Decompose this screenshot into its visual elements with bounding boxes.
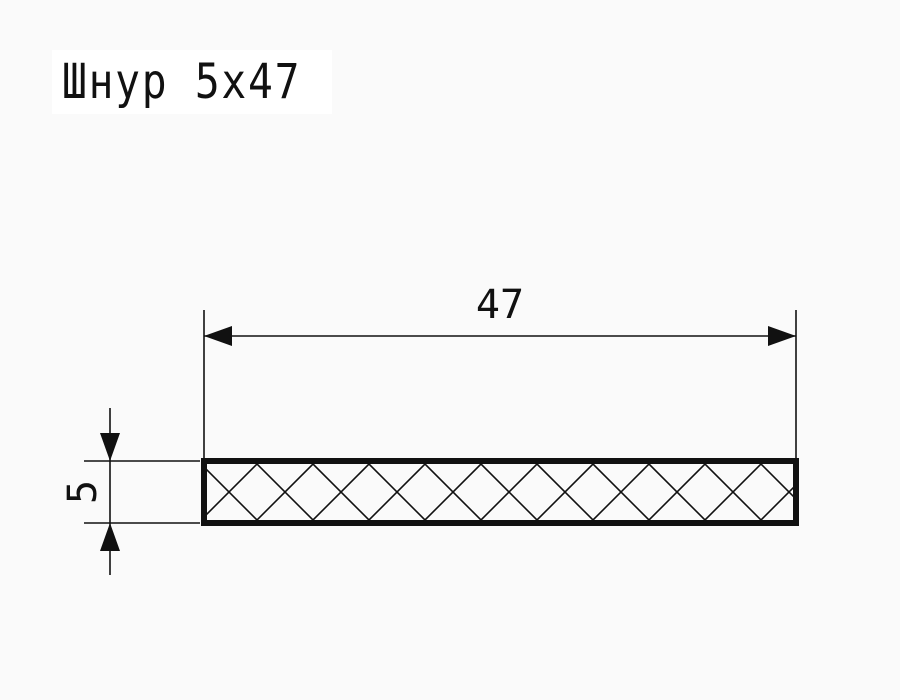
hatch-line [477,461,541,523]
hatch-line [204,461,205,463]
hatch-line [814,461,876,523]
hatch-line [701,461,765,523]
profile-outline [201,458,799,526]
hatch-line [309,461,373,523]
hatch-line [204,521,205,523]
hatch-line [645,461,709,523]
hatch-line [421,461,485,523]
width-dimension-label: 47 [476,282,524,328]
hatch-line [253,461,317,523]
hatch-line [533,461,597,523]
cross-hatch-pattern [204,461,876,523]
hatch-line [757,483,796,523]
hatch-line [204,461,261,519]
height-arrow-bottom [100,523,120,551]
hatch-line [365,461,429,523]
drawing-title: Шнур 5x47 [62,54,302,110]
hatch-line [589,461,653,523]
hatch-line [814,461,876,523]
width-arrow-left [204,326,232,346]
width-arrow-right [768,326,796,346]
height-dimension-label: 5 [60,480,106,504]
title-background [52,50,332,114]
height-arrow-top [100,433,120,461]
